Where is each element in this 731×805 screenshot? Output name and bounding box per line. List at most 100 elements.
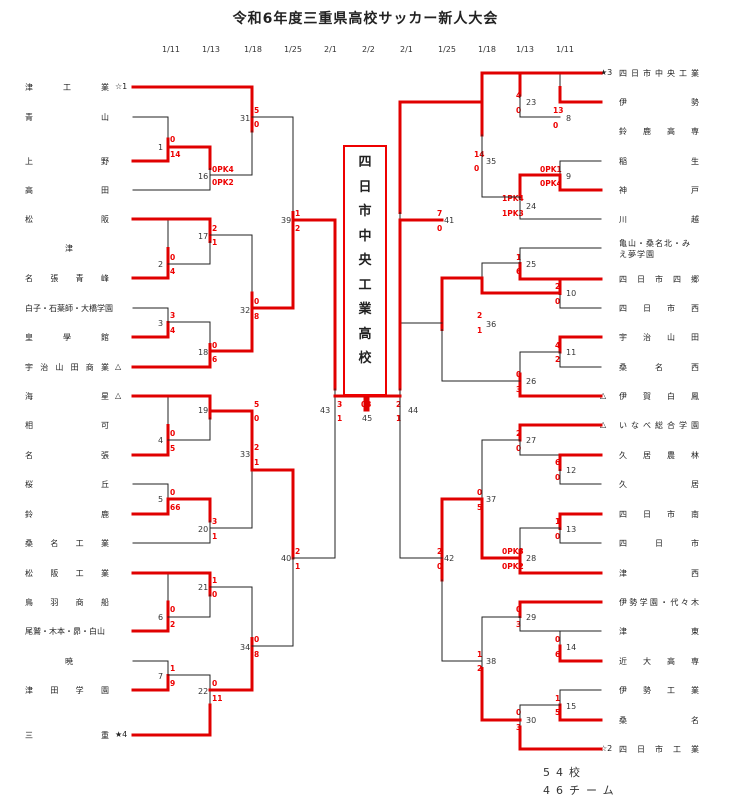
- match-number: 26: [526, 377, 537, 386]
- match-number: 20: [198, 525, 209, 534]
- team-name: 相可: [25, 421, 109, 430]
- team-name: 松阪: [25, 215, 109, 224]
- match-score: 3: [170, 311, 176, 320]
- team-name: 名張青峰: [25, 274, 109, 283]
- match-score: 0: [170, 253, 176, 262]
- champion-char: 校: [358, 351, 372, 366]
- round-date: 1/13: [516, 45, 534, 54]
- team-row-left: 名張: [25, 450, 125, 461]
- seed-mark: △: [115, 362, 122, 371]
- match-number: 27: [526, 436, 537, 445]
- match-score: 0: [437, 562, 443, 571]
- match-score: 0: [212, 341, 218, 350]
- team-row-right: 四日市西: [601, 303, 701, 314]
- match-score: 1: [170, 664, 176, 673]
- round-date: 1/25: [284, 45, 302, 54]
- match-score: 1PK4: [502, 194, 524, 203]
- team-name: 近大高専: [619, 657, 699, 666]
- round-date: 1/18: [244, 45, 262, 54]
- round-date: 1/25: [438, 45, 456, 54]
- match-score: 3: [337, 400, 343, 409]
- match-score: 7: [437, 209, 443, 218]
- round-date: 1/11: [556, 45, 574, 54]
- match-score: 4: [170, 267, 176, 276]
- team-row-left: 鳥羽商船: [25, 597, 125, 608]
- match-score: 2: [170, 620, 176, 629]
- match-score: 14: [170, 150, 181, 159]
- match-score: 0: [555, 473, 561, 482]
- team-name: 桜丘: [25, 480, 109, 489]
- match-score: 8: [254, 312, 260, 321]
- match-score: 9: [170, 679, 176, 688]
- team-row-left: 津: [25, 243, 125, 254]
- team-name: 久居農林: [619, 451, 699, 460]
- team-name: 四日市中央工業: [619, 69, 699, 78]
- match-number: 40: [281, 554, 292, 563]
- team-name: 久居: [619, 480, 699, 489]
- seed-mark: △: [600, 420, 607, 429]
- team-name: 伊勢: [619, 98, 699, 107]
- match-score: 0: [254, 414, 260, 423]
- match-score: 4: [170, 326, 176, 335]
- team-row-right: 神戸: [601, 185, 701, 196]
- team-row-right: 桑名: [601, 715, 701, 726]
- match-number: 6: [158, 613, 164, 622]
- team-name: 四日市南: [619, 510, 699, 519]
- match-score: 1: [477, 650, 483, 659]
- team-row-right: 久居: [601, 479, 701, 490]
- match-number: 8: [566, 114, 572, 123]
- round-date: 1/13: [202, 45, 220, 54]
- match-score: 0: [254, 635, 260, 644]
- match-score: 6: [212, 355, 218, 364]
- match-number: 33: [240, 450, 251, 459]
- page-title: 令和6年度三重県高校サッカー新人大会: [232, 11, 499, 27]
- team-name: 神戸: [619, 186, 699, 195]
- match-number: 38: [486, 657, 497, 666]
- team-name: 津西: [619, 569, 699, 578]
- team-name: 桑名: [619, 716, 699, 725]
- match-score: 2: [212, 224, 218, 233]
- team-name: 津田学園: [25, 686, 109, 695]
- team-name: 川越: [619, 215, 699, 224]
- match-score: 0: [516, 444, 522, 453]
- match-score: 2: [477, 311, 483, 320]
- team-name: 四日市工業: [619, 745, 699, 754]
- match-score: 3: [516, 620, 522, 629]
- match-number: 24: [526, 202, 537, 211]
- match-number: 23: [526, 98, 537, 107]
- champion-char: 高: [358, 326, 372, 342]
- team-row-right: 伊勢学園・代々木: [601, 597, 701, 608]
- match-score: 0: [170, 429, 176, 438]
- round-date: 2/2: [362, 45, 375, 54]
- team-name: いなべ総合学園: [619, 421, 699, 430]
- round-date: 2/1: [400, 45, 413, 54]
- match-score: 1: [212, 532, 218, 541]
- team-row-right: 伊勢工業: [601, 685, 701, 696]
- team-name: 宇治山田: [619, 333, 699, 342]
- match-number: 29: [526, 613, 537, 622]
- match-number: 1: [158, 143, 164, 152]
- match-number: 12: [566, 466, 577, 475]
- team-name: 鳥羽商船: [25, 598, 109, 607]
- team-row-left: 白子・石薬師・大橋学園: [25, 303, 125, 314]
- team-name: 上野: [25, 157, 109, 166]
- team-row-left: 松阪: [25, 214, 125, 225]
- seed-mark: △: [600, 391, 607, 400]
- match-score: 1: [212, 238, 218, 247]
- seed-mark: ☆2: [600, 744, 613, 753]
- champion-char: 工: [358, 277, 372, 293]
- match-score: 0PK4: [212, 165, 234, 174]
- match-score: 0PK3: [502, 547, 524, 556]
- match-number: 45: [362, 414, 373, 423]
- match-score: 13: [553, 106, 564, 115]
- round-date: 1/18: [478, 45, 496, 54]
- match-score: 0: [212, 679, 218, 688]
- match-score: 0: [474, 164, 480, 173]
- team-row-left: 三重★4: [25, 730, 127, 741]
- match-number: 28: [526, 554, 537, 563]
- match-score: 1: [555, 694, 561, 703]
- team-row-left: 相可: [25, 420, 125, 431]
- match-score: 2: [477, 664, 483, 673]
